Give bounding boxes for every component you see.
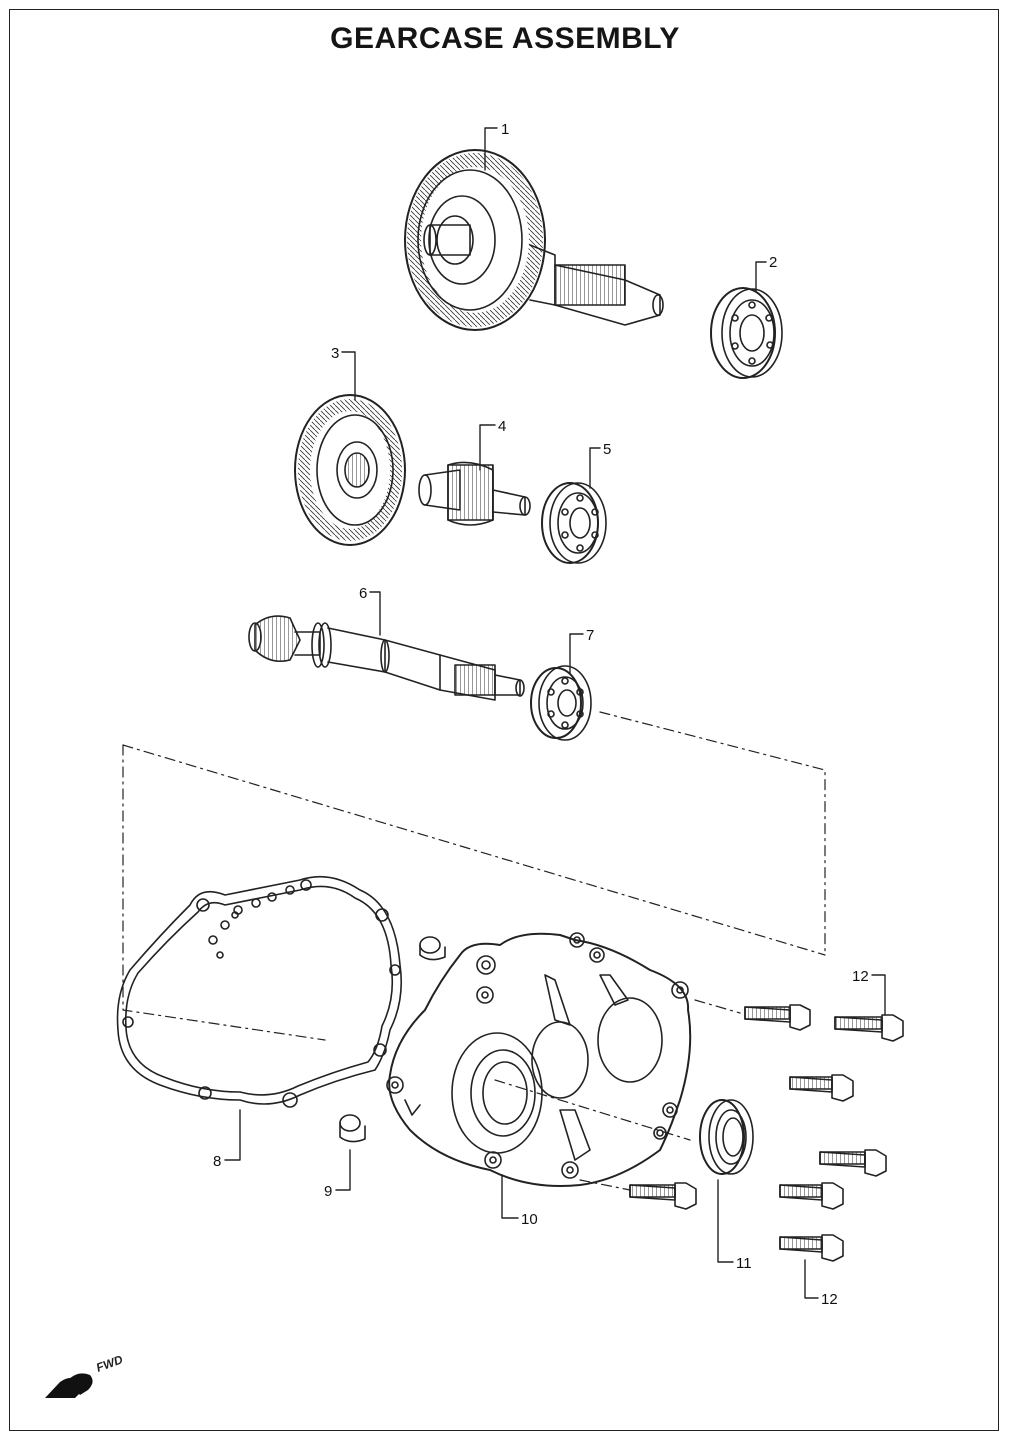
part-4-pinion-shaft — [418, 461, 531, 526]
callout-1: 1 — [501, 121, 509, 138]
bolt — [779, 1234, 844, 1262]
callout-2: 2 — [769, 254, 777, 271]
part-5-bearing — [541, 482, 607, 564]
callout-10: 10 — [521, 1211, 538, 1228]
part-8-gasket — [116, 875, 403, 1108]
part-10-gearcase-cover — [386, 932, 692, 1187]
part-3-intermediate-gear — [294, 394, 406, 546]
part-9-dowel-pins — [339, 936, 446, 1143]
callout-9: 9 — [324, 1183, 332, 1200]
bolt — [819, 1149, 887, 1177]
part-1-main-gear-shaft — [404, 149, 664, 331]
callout-3: 3 — [331, 345, 339, 362]
callout-12-top: 12 — [852, 968, 869, 985]
diagram-title: GEARCASE ASSEMBLY — [330, 22, 680, 55]
part-11-oil-seal — [699, 1099, 754, 1175]
callout-5: 5 — [603, 441, 611, 458]
callout-labels: 1 2 3 4 5 6 7 8 9 10 11 12 12 — [213, 121, 869, 1308]
forward-arrow-icon: FWD — [45, 1352, 125, 1398]
callout-8: 8 — [213, 1153, 221, 1170]
part-6-output-shaft — [248, 615, 525, 701]
bolt — [834, 1014, 904, 1042]
bolt — [779, 1182, 844, 1210]
callout-12-bottom: 12 — [821, 1291, 838, 1308]
alignment-lines — [122, 711, 826, 1191]
bolt — [744, 1004, 811, 1031]
bolt — [629, 1182, 697, 1210]
diagram-frame — [9, 9, 999, 1431]
callout-7: 7 — [586, 627, 594, 644]
callout-11: 11 — [736, 1255, 752, 1272]
part-7-bearing — [530, 665, 592, 741]
leader-lines — [224, 127, 886, 1299]
part-2-bearing — [710, 287, 783, 379]
callout-4: 4 — [498, 418, 506, 435]
callout-6: 6 — [359, 585, 367, 602]
fwd-label: FWD — [94, 1352, 125, 1375]
bolt — [789, 1074, 854, 1102]
part-12-bolts — [629, 1004, 904, 1262]
